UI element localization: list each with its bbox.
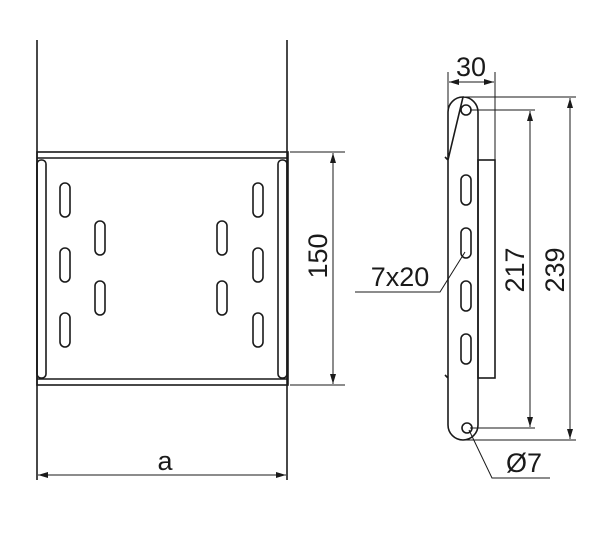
slot <box>59 247 71 283</box>
slot <box>252 182 264 218</box>
height-dimension: 150 <box>303 233 333 278</box>
width-dimension: a <box>157 446 173 476</box>
hole-spacing-dimension: 217 <box>500 247 530 292</box>
slot <box>59 312 71 348</box>
side-view: 30 217 239 7x20 Ø7 <box>355 52 576 479</box>
slot <box>94 280 106 316</box>
slot <box>59 182 71 218</box>
slot-size-label: 7x20 <box>371 262 430 292</box>
slot <box>252 247 264 283</box>
hole-diameter-label: Ø7 <box>506 448 542 478</box>
front-view: 150 a <box>36 40 345 480</box>
total-length-dimension: 239 <box>540 247 570 292</box>
slot <box>94 220 106 256</box>
slot <box>216 220 228 256</box>
flange-width-dimension: 30 <box>456 52 486 82</box>
slot <box>252 312 264 348</box>
slot <box>216 280 228 316</box>
